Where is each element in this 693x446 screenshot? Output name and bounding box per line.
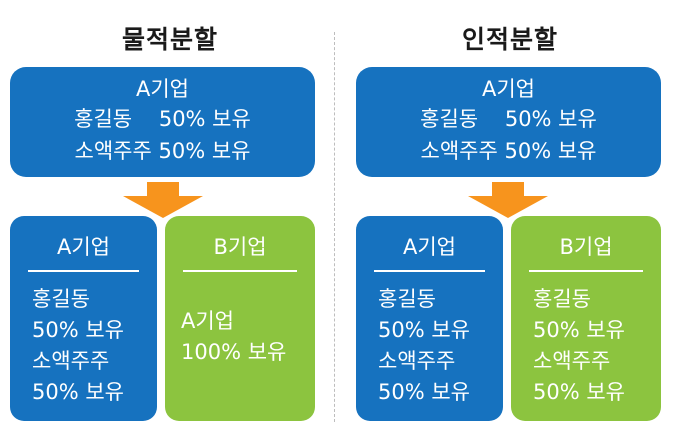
right-child-a-box: A기업 홍길동 50% 보유 소액주주 50% 보유 — [356, 216, 503, 421]
left-split-arrow — [123, 182, 203, 218]
left-child-a-line: 홍길동 — [32, 287, 90, 311]
right-child-a-name: A기업 — [374, 232, 485, 272]
left-child-a-line: 50% 보유 — [32, 318, 124, 342]
left-child-b-name: B기업 — [183, 232, 297, 272]
right-split-arrow — [468, 182, 548, 218]
left-parent-box: A기업 홍길동 50% 보유 소액주주 50% 보유 — [10, 67, 315, 177]
right-child-b-box: B기업 홍길동 50% 보유 소액주주 50% 보유 — [511, 216, 661, 421]
right-child-b-line: 50% 보유 — [533, 318, 625, 342]
center-divider — [334, 32, 335, 422]
left-title: 물적분할 — [121, 25, 218, 54]
left-parent-row2: 소액주주 50% 보유 — [74, 139, 251, 163]
right-child-b-line: 50% 보유 — [533, 380, 625, 404]
right-parent-row1: 홍길동 50% 보유 — [420, 107, 597, 131]
left-child-a-box: A기업 홍길동 50% 보유 소액주주 50% 보유 — [10, 216, 157, 421]
left-child-b-line: A기업 — [181, 309, 235, 333]
right-parent-name: A기업 — [481, 77, 535, 101]
right-child-b-line: 홍길동 — [533, 287, 591, 311]
left-child-a-name: A기업 — [28, 232, 139, 272]
right-child-a-line: 50% 보유 — [378, 318, 470, 342]
right-child-b-line: 소액주주 — [533, 349, 611, 373]
left-child-a-line: 50% 보유 — [32, 380, 124, 404]
right-title: 인적분할 — [461, 25, 558, 54]
left-parent-name: A기업 — [135, 77, 189, 101]
left-parent-row1: 홍길동 50% 보유 — [74, 107, 251, 131]
left-child-b-line: 100% 보유 — [181, 340, 287, 364]
right-child-a-line: 소액주주 — [378, 349, 456, 373]
right-parent-row2: 소액주주 50% 보유 — [420, 139, 597, 163]
right-child-a-line: 50% 보유 — [378, 380, 470, 404]
right-child-b-name: B기업 — [529, 232, 643, 272]
left-child-a-line: 소액주주 — [32, 349, 110, 373]
right-child-a-line: 홍길동 — [378, 287, 436, 311]
right-parent-box: A기업 홍길동 50% 보유 소액주주 50% 보유 — [356, 67, 661, 177]
left-child-b-box: B기업 A기업 100% 보유 — [165, 216, 315, 421]
